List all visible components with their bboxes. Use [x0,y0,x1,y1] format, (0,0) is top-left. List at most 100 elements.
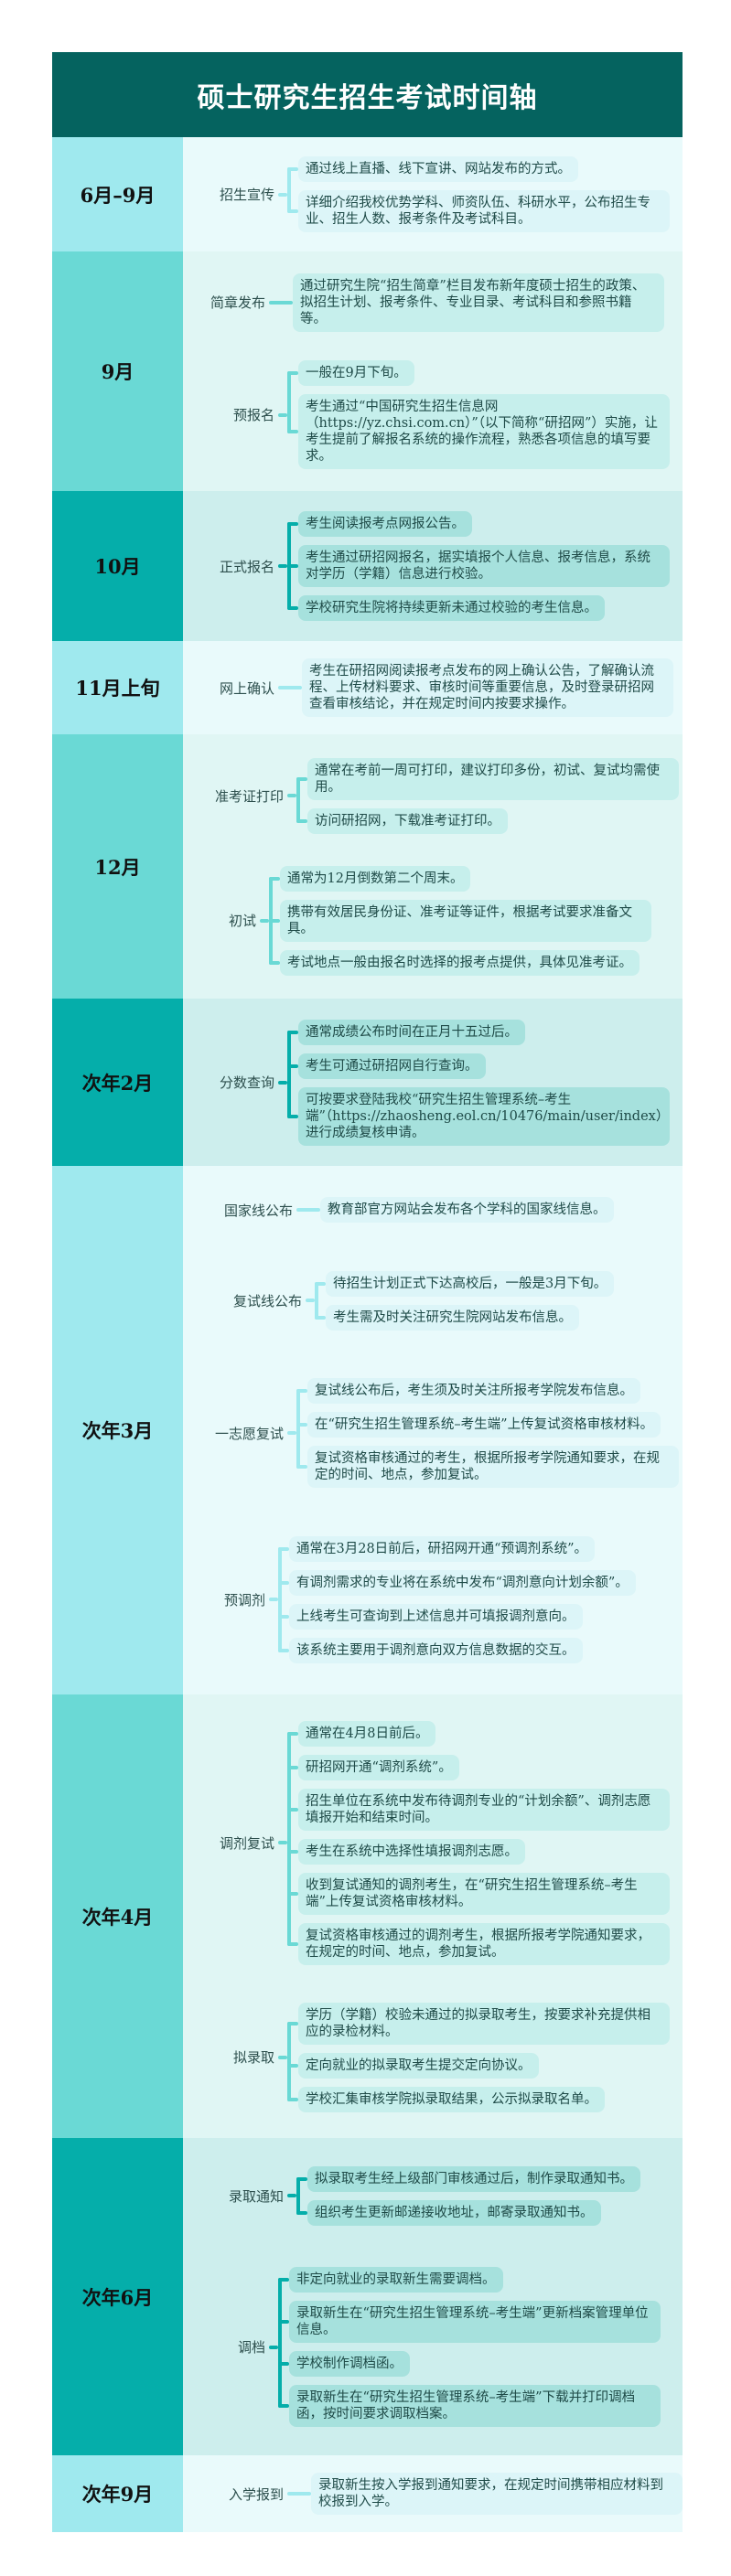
connector-line [278,2278,289,2282]
month-label: 次年2月 [52,999,183,1166]
detail-list: 一般在9月下旬。考生通过“中国研究生招生信息网（https://yz.chsi.… [287,360,670,470]
detail-box: 考生可通过研招网自行查询。 [287,1053,486,1079]
connector-line [269,918,280,923]
connector-line [296,1423,307,1427]
bracket-line [287,1030,291,1118]
detail-list: 通常为12月倒数第二个周末。携带有效居民身份证、准考证等证件，根据考试要求准备文… [269,865,651,976]
connector-line [278,192,287,197]
detail-text: 考生阅读报考点网报公告。 [306,517,465,531]
stage-group: 预报名一般在9月下旬。考生通过“中国研究生招生信息网（https://yz.ch… [183,360,683,470]
detail-box: 复试资格审核通过的调剂考生，根据所报考学院通知要求，在规定的时间、地点，参加复试… [287,1922,670,1965]
detail-box: 通常在4月8日前后。 [287,1720,436,1747]
detail-box: 考生在系统中选择性填报调剂志愿。 [287,1838,525,1865]
detail-box: 招生单位在系统中发布待调剂专业的“计划余额”、调剂志愿填报开始和结束时间。 [287,1788,670,1831]
connector-line [287,1849,298,1854]
connector-line [269,960,280,965]
stage-group: 初试通常为12月倒数第二个周末。携带有效居民身份证、准考证等证件，根据考试要求准… [183,865,683,976]
connector-line [287,794,296,797]
connector-line [287,1064,298,1068]
stage-label: 简章发布 [210,294,265,312]
detail-text: 学校汇集审核学院拟录取结果，公示拟录取名单。 [306,2091,597,2107]
connector-line [269,1598,278,1602]
detail-box: 考生阅读报考点网报公告。 [287,511,472,537]
stage-content: 国家线公布教育部官方网站会发布各个学科的国家线信息。复试线公布待招生计划正式下达… [183,1166,683,1694]
stage-group: 分数查询通常成绩公布时间在正月十五过后。考生可通过研招网自行查询。可按要求登陆我… [183,1019,683,1146]
month-label: 次年6月 [52,2138,183,2455]
detail-list: 通常在考前一周可打印，建议打印多份，初试、复试均需使用。访问研招网，下载准考证打… [296,757,679,834]
detail-text: 考生可通过研招网自行查询。 [306,1058,478,1074]
detail-list: 学历（学籍）校验未通过的拟录取考生，按要求补充提供相应的录检材料。定向就业的拟录… [287,2002,670,2112]
bracket-line [296,2176,300,2215]
connector-line [278,2404,289,2409]
stage-content: 招生宣传通过线上直播、线下宣讲、网站发布的方式。详细介绍我校优势学科、师资队伍、… [183,137,683,251]
detail-text: 非定向就业的录取新生需要调档。 [296,2272,496,2288]
connector-line [287,1765,298,1769]
detail-text: 学校研究生院将持续更新未通过校验的考生信息。 [306,601,597,615]
detail-text: 该系统主要用于调剂意向双方信息数据的交互。 [296,1642,575,1658]
detail-box: 定向就业的拟录取考生提交定向协议。 [287,2052,539,2079]
connector-line [296,818,307,823]
stage-group: 复试线公布待招生计划正式下达高校后，一般是3月下旬。考生需及时关注研究生院网站发… [183,1270,683,1331]
stage-label: 一志愿复试 [214,1425,284,1442]
detail-text: 考生通过研招网报名，据实填报个人信息、报考信息，系统对学历（学籍）信息进行校验。 [306,550,650,582]
stage-content: 准考证打印通常在考前一周可打印，建议打印多份，初试、复试均需使用。访问研招网，下… [183,734,683,999]
connector-line [287,1114,298,1118]
connector-line [278,1546,289,1551]
detail-list: 考生阅读报考点网报公告。考生通过研招网报名，据实填报个人信息、报考信息，系统对学… [287,511,670,621]
stage-content: 分数查询通常成绩公布时间在正月十五过后。考生可通过研招网自行查询。可按要求登陆我… [183,999,683,1166]
detail-box: 一般在9月下旬。 [287,360,414,387]
month-label: 11月上旬 [52,641,183,734]
detail-text: 拟录取考生经上级部门审核通过后，制作录取通知书。 [315,2171,633,2186]
detail-box: 学校制作调档函。 [278,2351,410,2378]
stage-label: 录取通知 [228,2187,284,2205]
connector-line [278,412,287,417]
detail-text: 复试线公布后，考生须及时关注所报考学院发布信息。 [315,1384,633,1399]
bracket-line [296,1389,300,1470]
detail-list: 考生在研招网阅读报考点发布的网上确认公告，了解确认流程、上传材料要求、审核时间等… [302,658,673,717]
detail-text: 考生在研招网阅读报考点发布的网上确认公告，了解确认流程、上传材料要求、审核时间等… [309,664,654,711]
month-label: 次年3月 [52,1166,183,1694]
timeline-row: 10月正式报名考生阅读报考点网报公告。考生通过研招网报名，据实填报个人信息、报考… [52,491,683,641]
detail-list: 非定向就业的录取新生需要调档。录取新生在“研究生招生管理系统–考生端”更新档案管… [278,2267,661,2428]
stage-content: 调剂复试通常在4月8日前后。研招网开通“调剂系统”。招生单位在系统中发布待调剂专… [183,1694,683,2138]
stage-label: 预报名 [232,407,274,424]
detail-text: 录取新生在“研究生招生管理系统–考生端”更新档案管理单位信息。 [296,2306,649,2338]
connector-line [287,430,298,434]
detail-box: 考生通过“中国研究生招生信息网（https://yz.chsi.com.cn）”… [287,394,670,470]
bracket-line [278,2278,282,2409]
detail-text: 收到复试通知的调剂考生，在“研究生招生管理系统–考生端”上传复试资格审核材料。 [306,1877,638,1909]
stage-label: 拟录取 [232,2049,274,2066]
connector-line [287,371,298,376]
bracket-line [278,1546,282,1652]
detail-box: 拟录取考生经上级部门审核通过后，制作录取通知书。 [296,2165,640,2192]
stage-content: 网上确认 考生在研招网阅读报考点发布的网上确认公告，了解确认流程、上传材料要求、审… [183,641,683,734]
stage-content: 入学报到录取新生按入学报到通知要求，在规定时间携带相应材料到校报到入学。 [183,2455,683,2532]
detail-box: 通过线上直播、线下宣讲、网站发布的方式。 [287,156,578,182]
detail-text: 教育部官方网站会发布各个学科的国家线信息。 [328,1202,607,1218]
detail-box: 录取新生在“研究生招生管理系统–考生端”更新档案管理单位信息。 [278,2301,661,2344]
bracket-line [287,1731,291,1946]
timeline-row: 次年3月国家线公布教育部官方网站会发布各个学科的国家线信息。复试线公布待招生计划… [52,1166,683,1694]
connector-line [278,1614,289,1619]
detail-text: 访问研招网，下载准考证打印。 [315,813,500,828]
stage-group: 录取通知拟录取考生经上级部门审核通过后，制作录取通知书。组织考生更新邮递接收地址… [183,2165,683,2226]
stage-content: 正式报名考生阅读报考点网报公告。考生通过研招网报名，据实填报个人信息、报考信息，… [183,491,683,641]
stage-label: 招生宣传 [219,187,274,203]
bracket-line [315,1281,318,1320]
detail-text: 在“研究生招生管理系统–考生端”上传复试资格审核材料。 [315,1417,654,1433]
detail-text: 通常在3月28日前后，研招网开通“预调剂系统”。 [296,1541,587,1556]
connector-line [278,2055,287,2059]
detail-text: 携带有效居民身份证、准考证等证件，根据考试要求准备文具。 [287,904,632,936]
detail-text: 详细介绍我校优势学科、师资队伍、科研水平，公布招生专业、招生人数、报考条件及考试… [306,196,650,227]
timeline-row: 11月上旬 网上确认 考生在研招网阅读报考点发布的网上确认公告，了解确认流程、上传材… [52,641,683,734]
connector-line [287,1891,298,1896]
detail-list: 通过研究生院“招生简章”栏目发布新年度硕士招生的政策、拟招生计划、报考条件、专业… [293,273,664,332]
detail-text: 考生在系统中选择性填报调剂志愿。 [306,1844,518,1859]
detail-text: 学历（学籍）校验未通过的拟录取考生，按要求补充提供相应的录检材料。 [306,2007,650,2039]
detail-list: 通常在3月28日前后，研招网开通“预调剂系统”。有调剂需求的专业将在系统中发布“… [278,1535,636,1663]
stage-label: 网上确认 [219,679,274,697]
detail-box: 访问研招网，下载准考证打印。 [296,807,508,834]
connector-line [278,2320,289,2325]
detail-list: 复试线公布后，考生须及时关注所报考学院发布信息。在“研究生招生管理系统–考生端”… [296,1378,679,1489]
detail-box: 该系统主要用于调剂意向双方信息数据的交互。 [278,1637,583,1663]
